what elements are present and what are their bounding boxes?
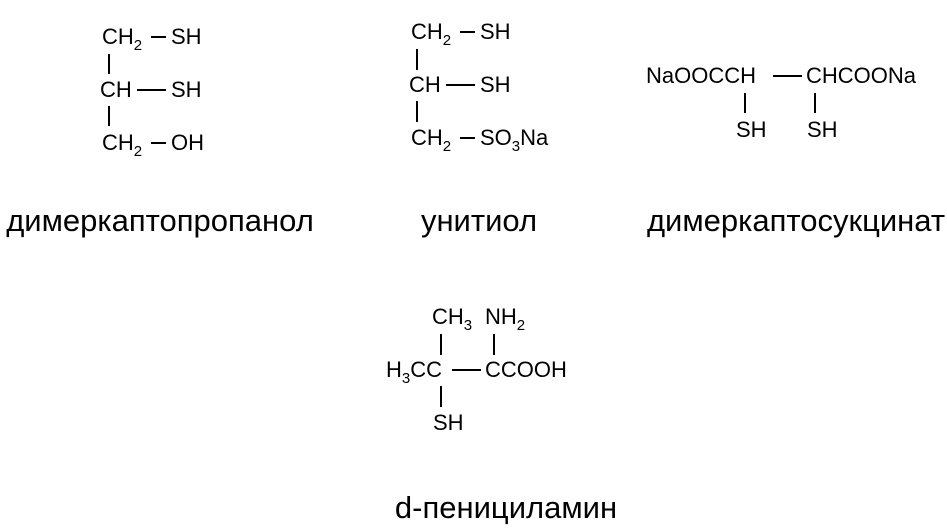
molecule-dimercaptopropanol: CH2 SH CH SH CH2 OH димеркаптопропанол (6, 24, 314, 238)
dmp-row2-ch: CH (100, 77, 132, 102)
uni-row3-ch2: CH2 (411, 125, 451, 155)
pen-nh2: NH2 (485, 304, 525, 334)
pen-ch3: CH3 (432, 304, 472, 334)
uni-name-label: унитиол (421, 203, 537, 238)
uni-row2-sh: SH (480, 72, 511, 97)
dms-sh-left: SH (736, 117, 767, 142)
dmp-name-label: димеркаптопропанол (6, 203, 314, 238)
dmp-row1-ch2: CH2 (102, 24, 142, 54)
molecule-penicillamine: CH3 NH2 H3CC CCOOH SH d-пенициламин (386, 304, 617, 525)
dmp-row2-sh: SH (171, 77, 202, 102)
dms-left-group: NaOOCCH (646, 63, 756, 88)
uni-row1-sh: SH (480, 19, 511, 44)
molecule-unithiol: CH2 SH CH SH CH2 SO3Na унитиол (409, 19, 549, 238)
dms-right-group: CHCOONa (806, 63, 917, 88)
dms-sh-right: SH (807, 117, 838, 142)
dmp-row3-ch2: CH2 (102, 130, 142, 160)
dms-name-label: димеркаптосукцинат (647, 203, 945, 238)
uni-row3-so3na: SO3Na (480, 125, 549, 155)
uni-row2-ch: CH (409, 72, 441, 97)
molecule-dimercaptosuccinate: NaOOCCH CHCOONa SH SH димеркаптосукцинат (646, 63, 945, 238)
dmp-row3-oh: OH (171, 130, 204, 155)
pen-h3cc: H3CC (386, 357, 442, 387)
pen-ccooh: CCOOH (485, 357, 567, 382)
pen-name-label: d-пенициламин (395, 490, 617, 525)
uni-row1-ch2: CH2 (411, 19, 451, 49)
pen-sh: SH (433, 410, 464, 435)
dmp-row1-sh: SH (171, 24, 202, 49)
